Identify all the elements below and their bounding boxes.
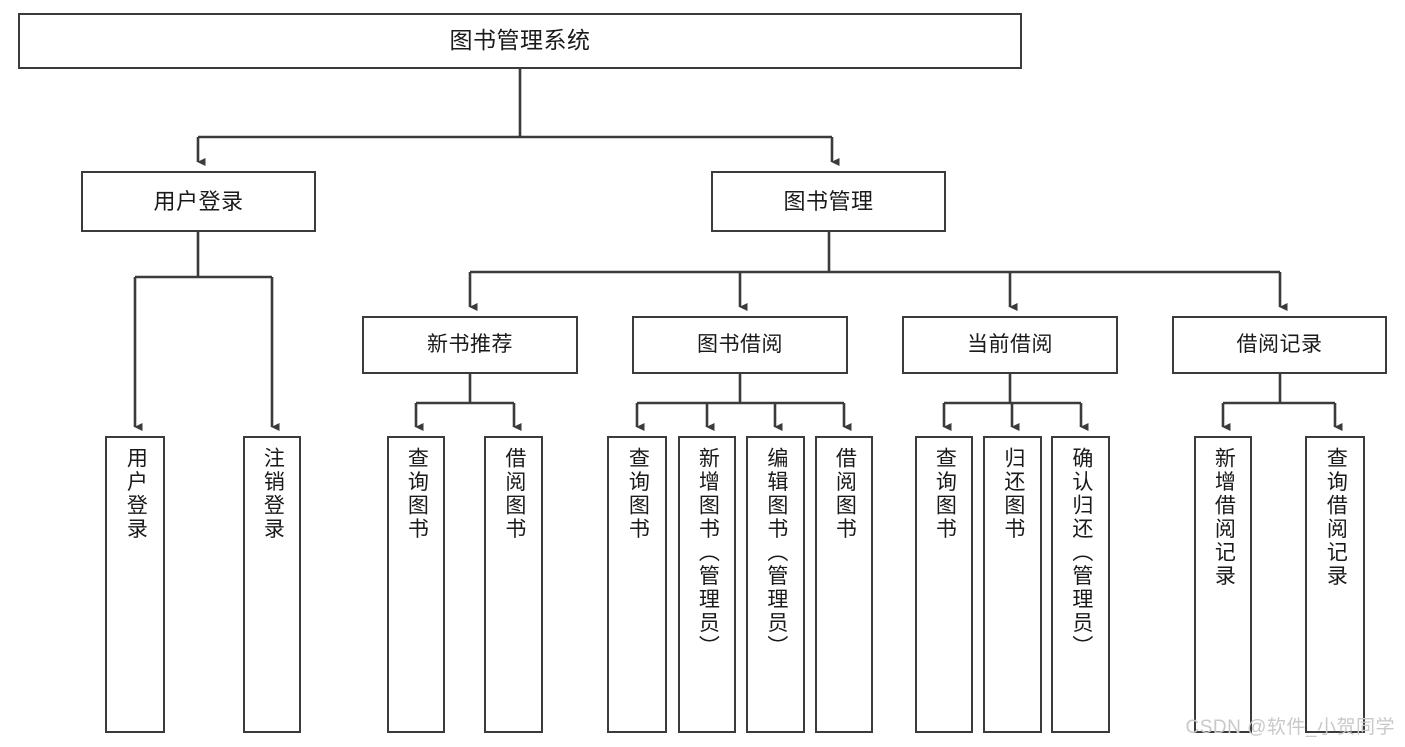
node-user-login[interactable]: 用户登录 — [81, 171, 316, 232]
node-root-label: 图书管理系统 — [449, 27, 591, 54]
node-new-book-recommend[interactable]: 新书推荐 — [362, 316, 578, 374]
node-book-borrow[interactable]: 图书借阅 — [632, 316, 848, 374]
leaf-node-label: 确认归还（管理员） — [1069, 447, 1093, 659]
leaf-node[interactable]: 查询图书 — [387, 436, 445, 733]
leaf-node-label: 编辑图书（管理员） — [764, 447, 788, 659]
leaf-node[interactable]: 查询借阅记录 — [1305, 436, 1365, 733]
leaf-node-label: 借阅图书 — [502, 447, 526, 541]
node-borrow-record-label: 借阅记录 — [1236, 332, 1323, 356]
leaf-node[interactable]: 查询图书 — [915, 436, 973, 733]
node-book-management-label: 图书管理 — [783, 188, 874, 214]
leaf-node-label: 查询图书 — [933, 447, 957, 541]
leaf-node-label: 新增借阅记录 — [1212, 447, 1236, 588]
node-root[interactable]: 图书管理系统 — [18, 13, 1022, 69]
node-user-login-label: 用户登录 — [153, 188, 244, 214]
leaf-node[interactable]: 用户登录 — [105, 436, 165, 733]
leaf-node[interactable]: 注销登录 — [243, 436, 301, 733]
node-borrow-record[interactable]: 借阅记录 — [1172, 316, 1387, 374]
leaf-node-label: 查询图书 — [405, 447, 429, 541]
node-current-borrow-label: 当前借阅 — [967, 332, 1053, 356]
leaf-node-label: 用户登录 — [124, 447, 148, 541]
leaf-node[interactable]: 借阅图书 — [815, 436, 873, 733]
leaf-node[interactable]: 新增图书（管理员） — [678, 436, 736, 733]
leaf-node[interactable]: 编辑图书（管理员） — [746, 436, 805, 733]
node-book-management[interactable]: 图书管理 — [711, 171, 946, 232]
node-current-borrow[interactable]: 当前借阅 — [902, 316, 1118, 374]
watermark: CSDN @软件_小贺同学 — [1185, 717, 1395, 738]
leaf-node[interactable]: 新增借阅记录 — [1194, 436, 1252, 733]
leaf-node-label: 新增图书（管理员） — [696, 447, 720, 659]
leaf-node-label: 查询借阅记录 — [1324, 447, 1348, 588]
node-new-book-recommend-label: 新书推荐 — [427, 332, 513, 356]
leaf-node-label: 归还图书 — [1001, 447, 1025, 541]
leaf-node[interactable]: 查询图书 — [607, 436, 667, 733]
leaf-node[interactable]: 归还图书 — [983, 436, 1042, 733]
leaf-node-label: 注销登录 — [261, 447, 285, 541]
node-book-borrow-label: 图书借阅 — [697, 332, 783, 356]
leaf-node[interactable]: 确认归还（管理员） — [1051, 436, 1110, 733]
leaf-node-label: 借阅图书 — [833, 447, 857, 541]
leaf-node[interactable]: 借阅图书 — [484, 436, 543, 733]
leaf-node-label: 查询图书 — [626, 447, 650, 541]
